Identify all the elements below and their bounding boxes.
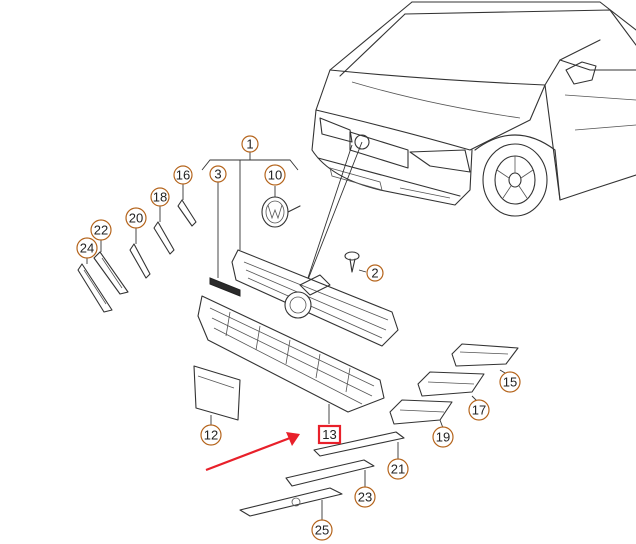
svg-text:22: 22 <box>94 223 108 238</box>
svg-text:19: 19 <box>436 430 450 445</box>
callout-13-highlighted: 13 <box>317 424 342 445</box>
svg-text:25: 25 <box>315 523 329 538</box>
svg-text:13: 13 <box>322 427 336 442</box>
svg-text:16: 16 <box>176 168 190 183</box>
part-badge-3 <box>209 277 241 297</box>
svg-text:18: 18 <box>153 190 167 205</box>
svg-text:10: 10 <box>268 168 282 183</box>
part-strip-25 <box>239 487 343 517</box>
part-plate-bracket-12 <box>193 365 241 421</box>
part-lower-grille-13 <box>197 295 385 413</box>
callout-2: 2 <box>366 264 384 282</box>
part-strip-23 <box>285 459 375 487</box>
callout-16: 16 <box>173 165 193 185</box>
highlight-arrow <box>205 432 300 472</box>
callout-23: 23 <box>354 486 376 508</box>
callout-17: 17 <box>468 399 490 421</box>
part-trim-22 <box>93 251 129 295</box>
part-trim-17 <box>417 371 485 397</box>
part-upper-grille <box>231 249 399 347</box>
svg-text:12: 12 <box>204 428 218 443</box>
callout-24: 24 <box>76 237 98 259</box>
part-trim-18 <box>153 221 175 255</box>
svg-text:17: 17 <box>472 403 486 418</box>
callout-25: 25 <box>311 519 333 541</box>
svg-text:23: 23 <box>358 490 372 505</box>
part-trim-24 <box>77 263 113 313</box>
part-trim-16 <box>177 199 197 227</box>
callout-1: 1 <box>241 135 259 153</box>
svg-text:24: 24 <box>80 241 94 256</box>
callout-21: 21 <box>387 458 409 480</box>
callout-19: 19 <box>432 426 454 448</box>
car-illustration <box>311 1 636 217</box>
callout-22: 22 <box>90 219 112 241</box>
callout-12: 12 <box>200 424 222 446</box>
svg-text:3: 3 <box>214 167 221 182</box>
callout-15: 15 <box>499 371 521 393</box>
callout-3: 3 <box>209 165 227 183</box>
svg-text:21: 21 <box>391 462 405 477</box>
callout-18: 18 <box>150 187 170 207</box>
svg-text:2: 2 <box>371 266 378 281</box>
part-trim-15 <box>451 343 519 367</box>
svg-text:20: 20 <box>129 211 143 226</box>
part-trim-20 <box>129 243 151 279</box>
callout-10: 10 <box>264 164 286 186</box>
part-trim-19 <box>389 399 453 425</box>
part-strip-21 <box>313 431 405 457</box>
svg-text:15: 15 <box>503 375 517 390</box>
part-vw-emblem-10 <box>261 196 301 228</box>
part-clip-2 <box>344 251 360 273</box>
svg-text:1: 1 <box>246 137 253 152</box>
callout-20: 20 <box>125 207 147 229</box>
